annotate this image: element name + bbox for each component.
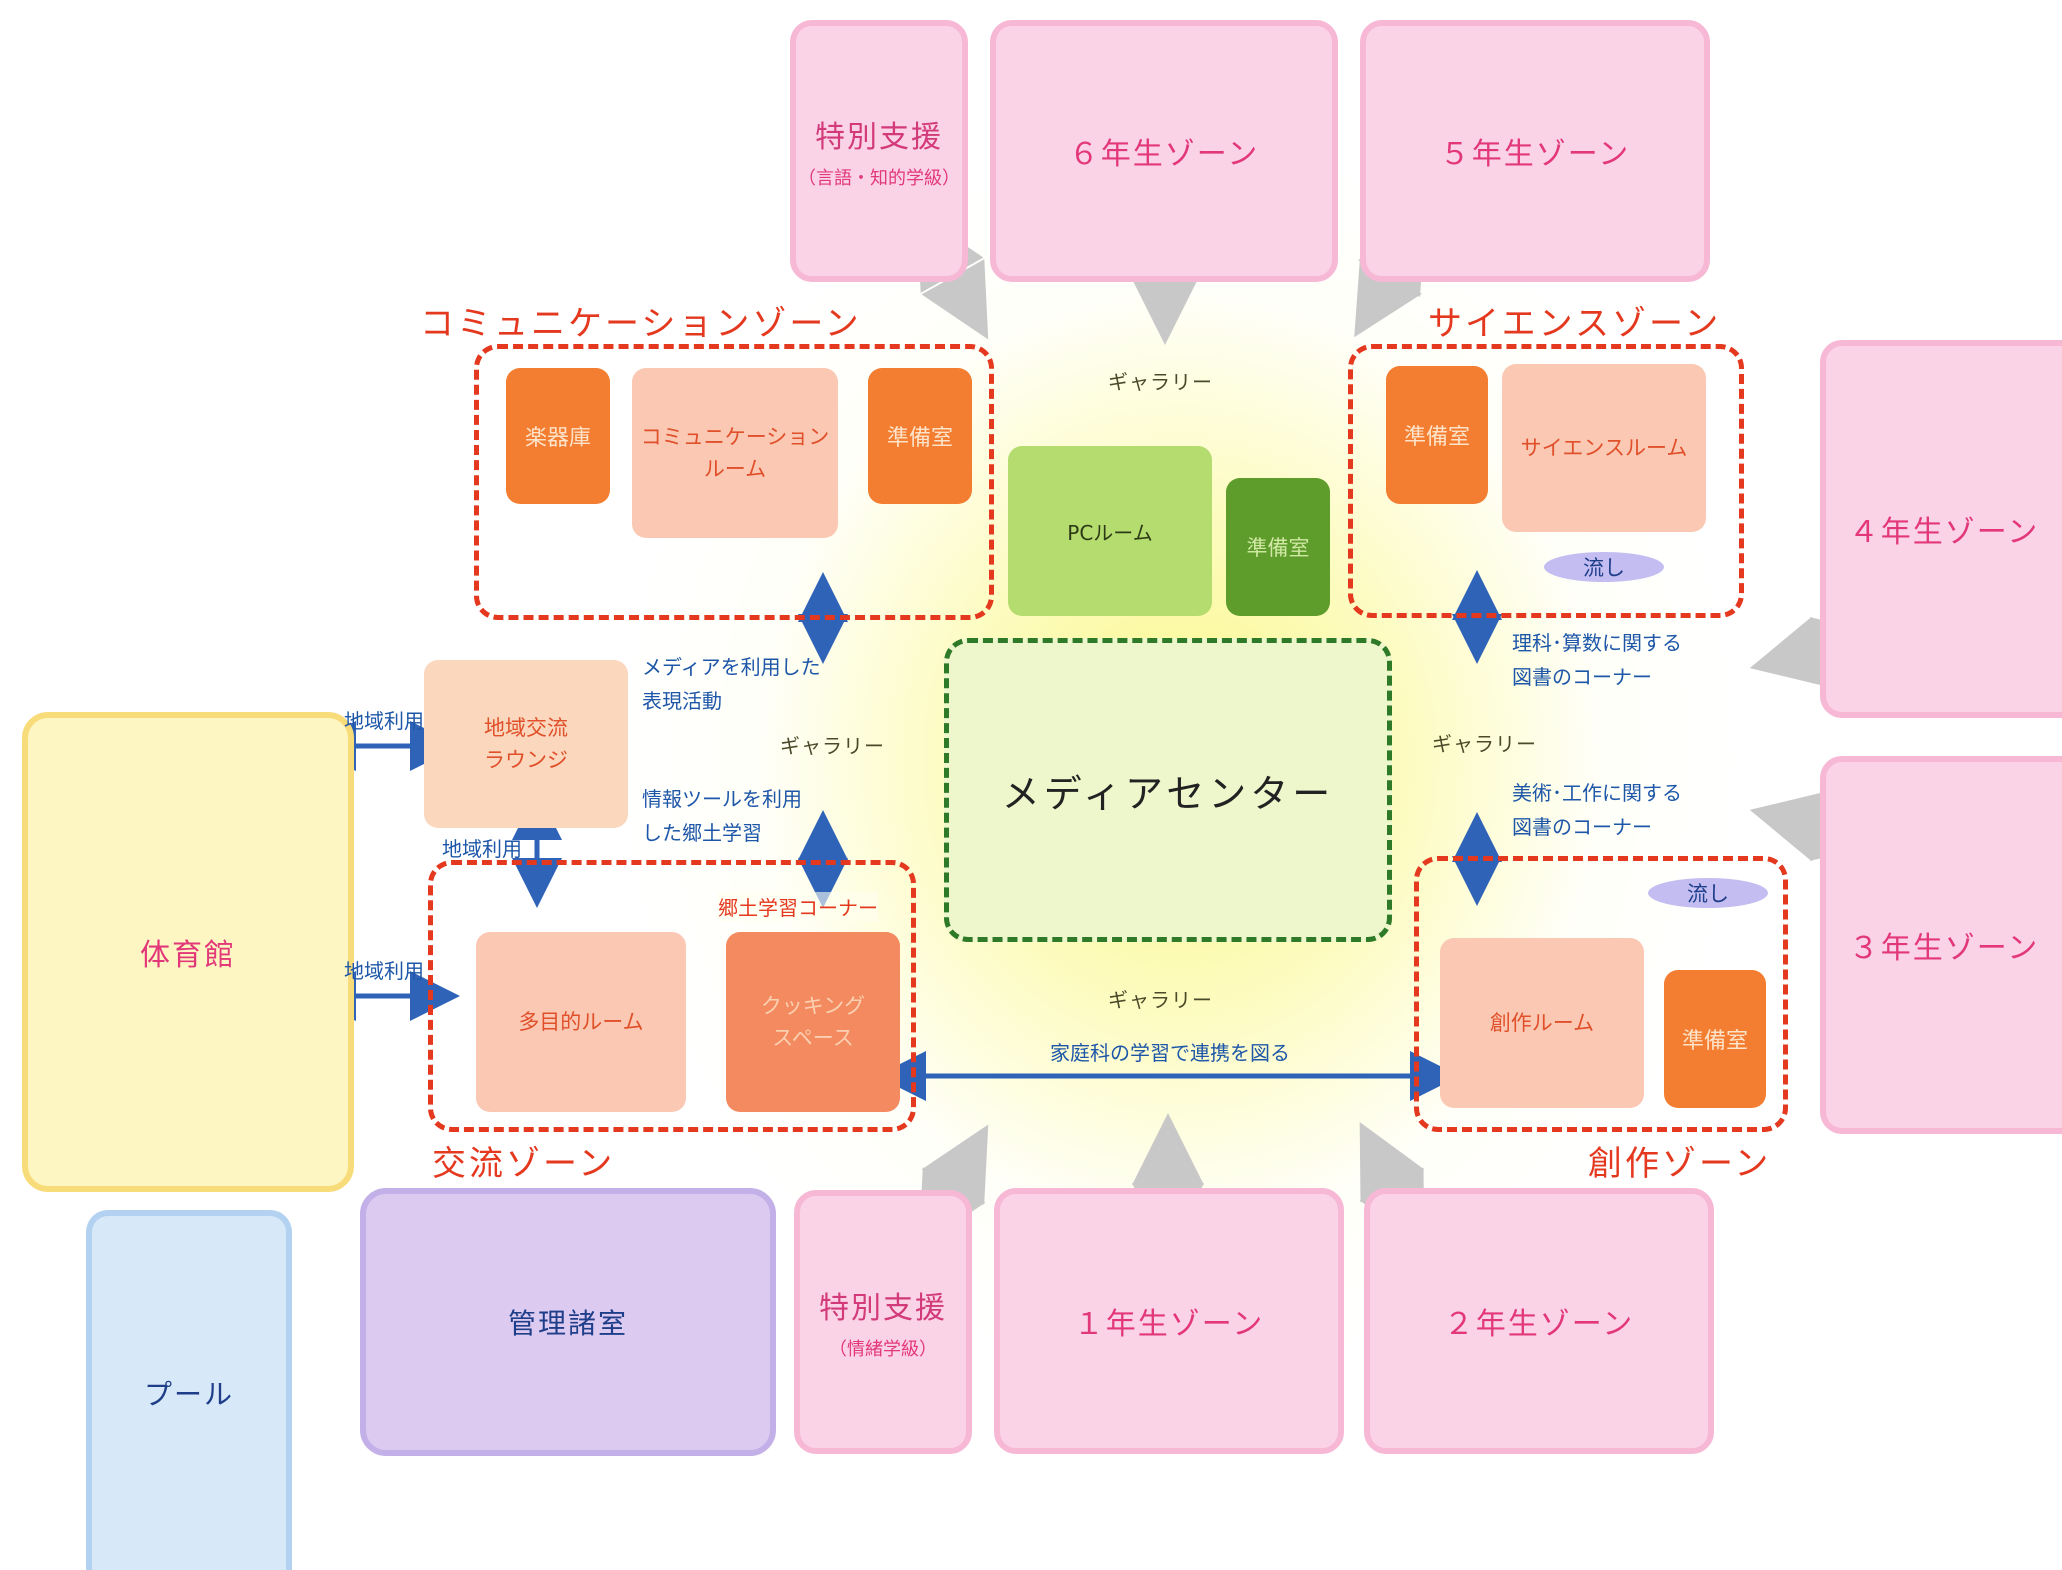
science-sink-label: 流し — [1583, 556, 1625, 580]
multipurpose-room: 多目的ルーム — [476, 932, 686, 1112]
grade1-title: １年生ゾーン — [1073, 1307, 1265, 1342]
science-prep-room: 準備室 — [1386, 366, 1488, 504]
gymnasium: 体育館 — [22, 712, 354, 1192]
grade5-zone: ５年生ゾーン — [1360, 20, 1710, 282]
gallery-label-bottom: ギャラリー — [1108, 988, 1213, 1012]
info-tool-line2: した郷土学習 — [642, 821, 762, 845]
community-lounge-line2: ラウンジ — [484, 748, 568, 772]
local-use-label-2: 地域利用 — [442, 837, 522, 861]
tokubetsu-top-sub: （言語・知的学級） — [798, 168, 960, 189]
pc-room: PCルーム — [1008, 446, 1212, 616]
exchange-zone — [428, 860, 916, 1132]
tokubetsu-bottom-sub: （情緒学級） — [829, 1339, 937, 1360]
media-center — [944, 638, 1392, 942]
gallery-label-left: ギャラリー — [780, 734, 885, 758]
science-prep-label: 準備室 — [1403, 425, 1470, 450]
info-tool-label: 情報ツールを利用 した郷土学習 — [642, 782, 802, 850]
cooking-space-line1: クッキング — [760, 994, 866, 1018]
admin-title: 管理諸室 — [507, 1307, 628, 1340]
info-tool-line1: 情報ツールを利用 — [642, 787, 802, 811]
cooking-space: クッキング スペース — [726, 932, 900, 1112]
gymnasium-title: 体育館 — [140, 938, 236, 973]
tokubetsu-bottom-title: 特別支援 — [819, 1291, 947, 1326]
science-books-line1: 理科･算数に関する — [1512, 631, 1682, 655]
grade3-zone: ３年生ゾーン — [1820, 756, 2062, 1134]
cooking-space-line2: スペース — [772, 1026, 854, 1050]
media-expression-label: メディアを利用した 表現活動 — [642, 650, 821, 718]
creation-prep-label: 準備室 — [1681, 1029, 1748, 1054]
pool-title: プール — [143, 1378, 234, 1411]
creation-prep-room: 準備室 — [1664, 970, 1766, 1108]
creation-sink: 流し — [1648, 878, 1768, 908]
communication-room-line1: コミュニケーション — [640, 425, 830, 449]
media-expression-line2: 表現活動 — [642, 689, 722, 713]
exchange-zone-title: 交流ゾーン — [432, 1144, 616, 1184]
community-lounge: 地域交流 ラウンジ — [424, 660, 628, 828]
grade2-title: ２年生ゾーン — [1443, 1307, 1635, 1342]
instrument-storage: 楽器庫 — [506, 368, 610, 504]
science-sink: 流し — [1544, 552, 1664, 582]
grade6-zone: ６年生ゾーン — [990, 20, 1338, 282]
grade4-zone: ４年生ゾーン — [1820, 340, 2062, 718]
creation-room-label: 創作ルーム — [1489, 1011, 1595, 1035]
pc-prep-label: 準備室 — [1246, 536, 1310, 560]
tokubetsu-shien-top: 特別支援 （言語・知的学級） — [790, 20, 968, 282]
local-use-label-3: 地域利用 — [344, 959, 424, 983]
local-use-label-1: 地域利用 — [344, 709, 424, 733]
tokubetsu-shien-bottom: 特別支援 （情緒学級） — [794, 1190, 972, 1454]
local-study-corner-label: 郷土学習コーナー — [718, 892, 878, 921]
tokubetsu-top-title: 特別支援 — [815, 120, 943, 155]
science-zone-title: サイエンスゾーン — [1428, 304, 1722, 344]
communication-room: コミュニケーション ルーム — [632, 368, 838, 538]
community-lounge-line1: 地域交流 — [484, 716, 568, 740]
science-room: サイエンスルーム — [1502, 364, 1706, 532]
creation-zone — [1414, 856, 1788, 1132]
creation-zone-title: 創作ゾーン — [1588, 1144, 1772, 1184]
grade1-zone: １年生ゾーン — [994, 1188, 1344, 1454]
science-room-label: サイエンスルーム — [1520, 436, 1688, 460]
communication-room-line2: ルーム — [703, 457, 767, 481]
communication-prep-label: 準備室 — [886, 426, 953, 451]
grade6-title: ６年生ゾーン — [1068, 137, 1260, 172]
art-books-label: 美術･工作に関する 図書のコーナー — [1512, 776, 1682, 844]
admin-rooms: 管理諸室 — [360, 1188, 776, 1456]
creation-sink-label: 流し — [1687, 882, 1729, 906]
media-center-label-wrap: メディアセンター — [944, 638, 1392, 942]
gallery-label-right: ギャラリー — [1432, 732, 1537, 756]
science-zone — [1348, 344, 1744, 618]
media-expression-line1: メディアを利用した — [642, 655, 821, 679]
instrument-storage-label: 楽器庫 — [524, 426, 591, 451]
creation-room: 創作ルーム — [1440, 938, 1644, 1108]
grade4-title: ４年生ゾーン — [1848, 515, 2040, 550]
art-books-line2: 図書のコーナー — [1512, 815, 1652, 839]
communication-zone-title: コミュニケーションゾーン — [420, 304, 862, 344]
home-ec-label: 家庭科の学習で連携を図る — [1050, 1041, 1290, 1065]
grade3-title: ３年生ゾーン — [1848, 931, 2040, 966]
pc-prep-room: 準備室 — [1226, 478, 1330, 616]
multipurpose-room-label: 多目的ルーム — [518, 1010, 644, 1034]
media-center-title: メディアセンター — [1001, 771, 1335, 816]
communication-zone — [474, 344, 994, 620]
pc-room-label: PCルーム — [1067, 520, 1153, 545]
science-books-label: 理科･算数に関する 図書のコーナー — [1512, 626, 1682, 694]
communication-prep-room: 準備室 — [868, 368, 972, 504]
art-books-line1: 美術･工作に関する — [1512, 781, 1682, 805]
gallery-label-top: ギャラリー — [1108, 370, 1213, 394]
grade5-title: ５年生ゾーン — [1439, 137, 1631, 172]
pool: プール — [86, 1210, 292, 1570]
grade2-zone: ２年生ゾーン — [1364, 1188, 1714, 1454]
science-books-line2: 図書のコーナー — [1512, 665, 1652, 689]
